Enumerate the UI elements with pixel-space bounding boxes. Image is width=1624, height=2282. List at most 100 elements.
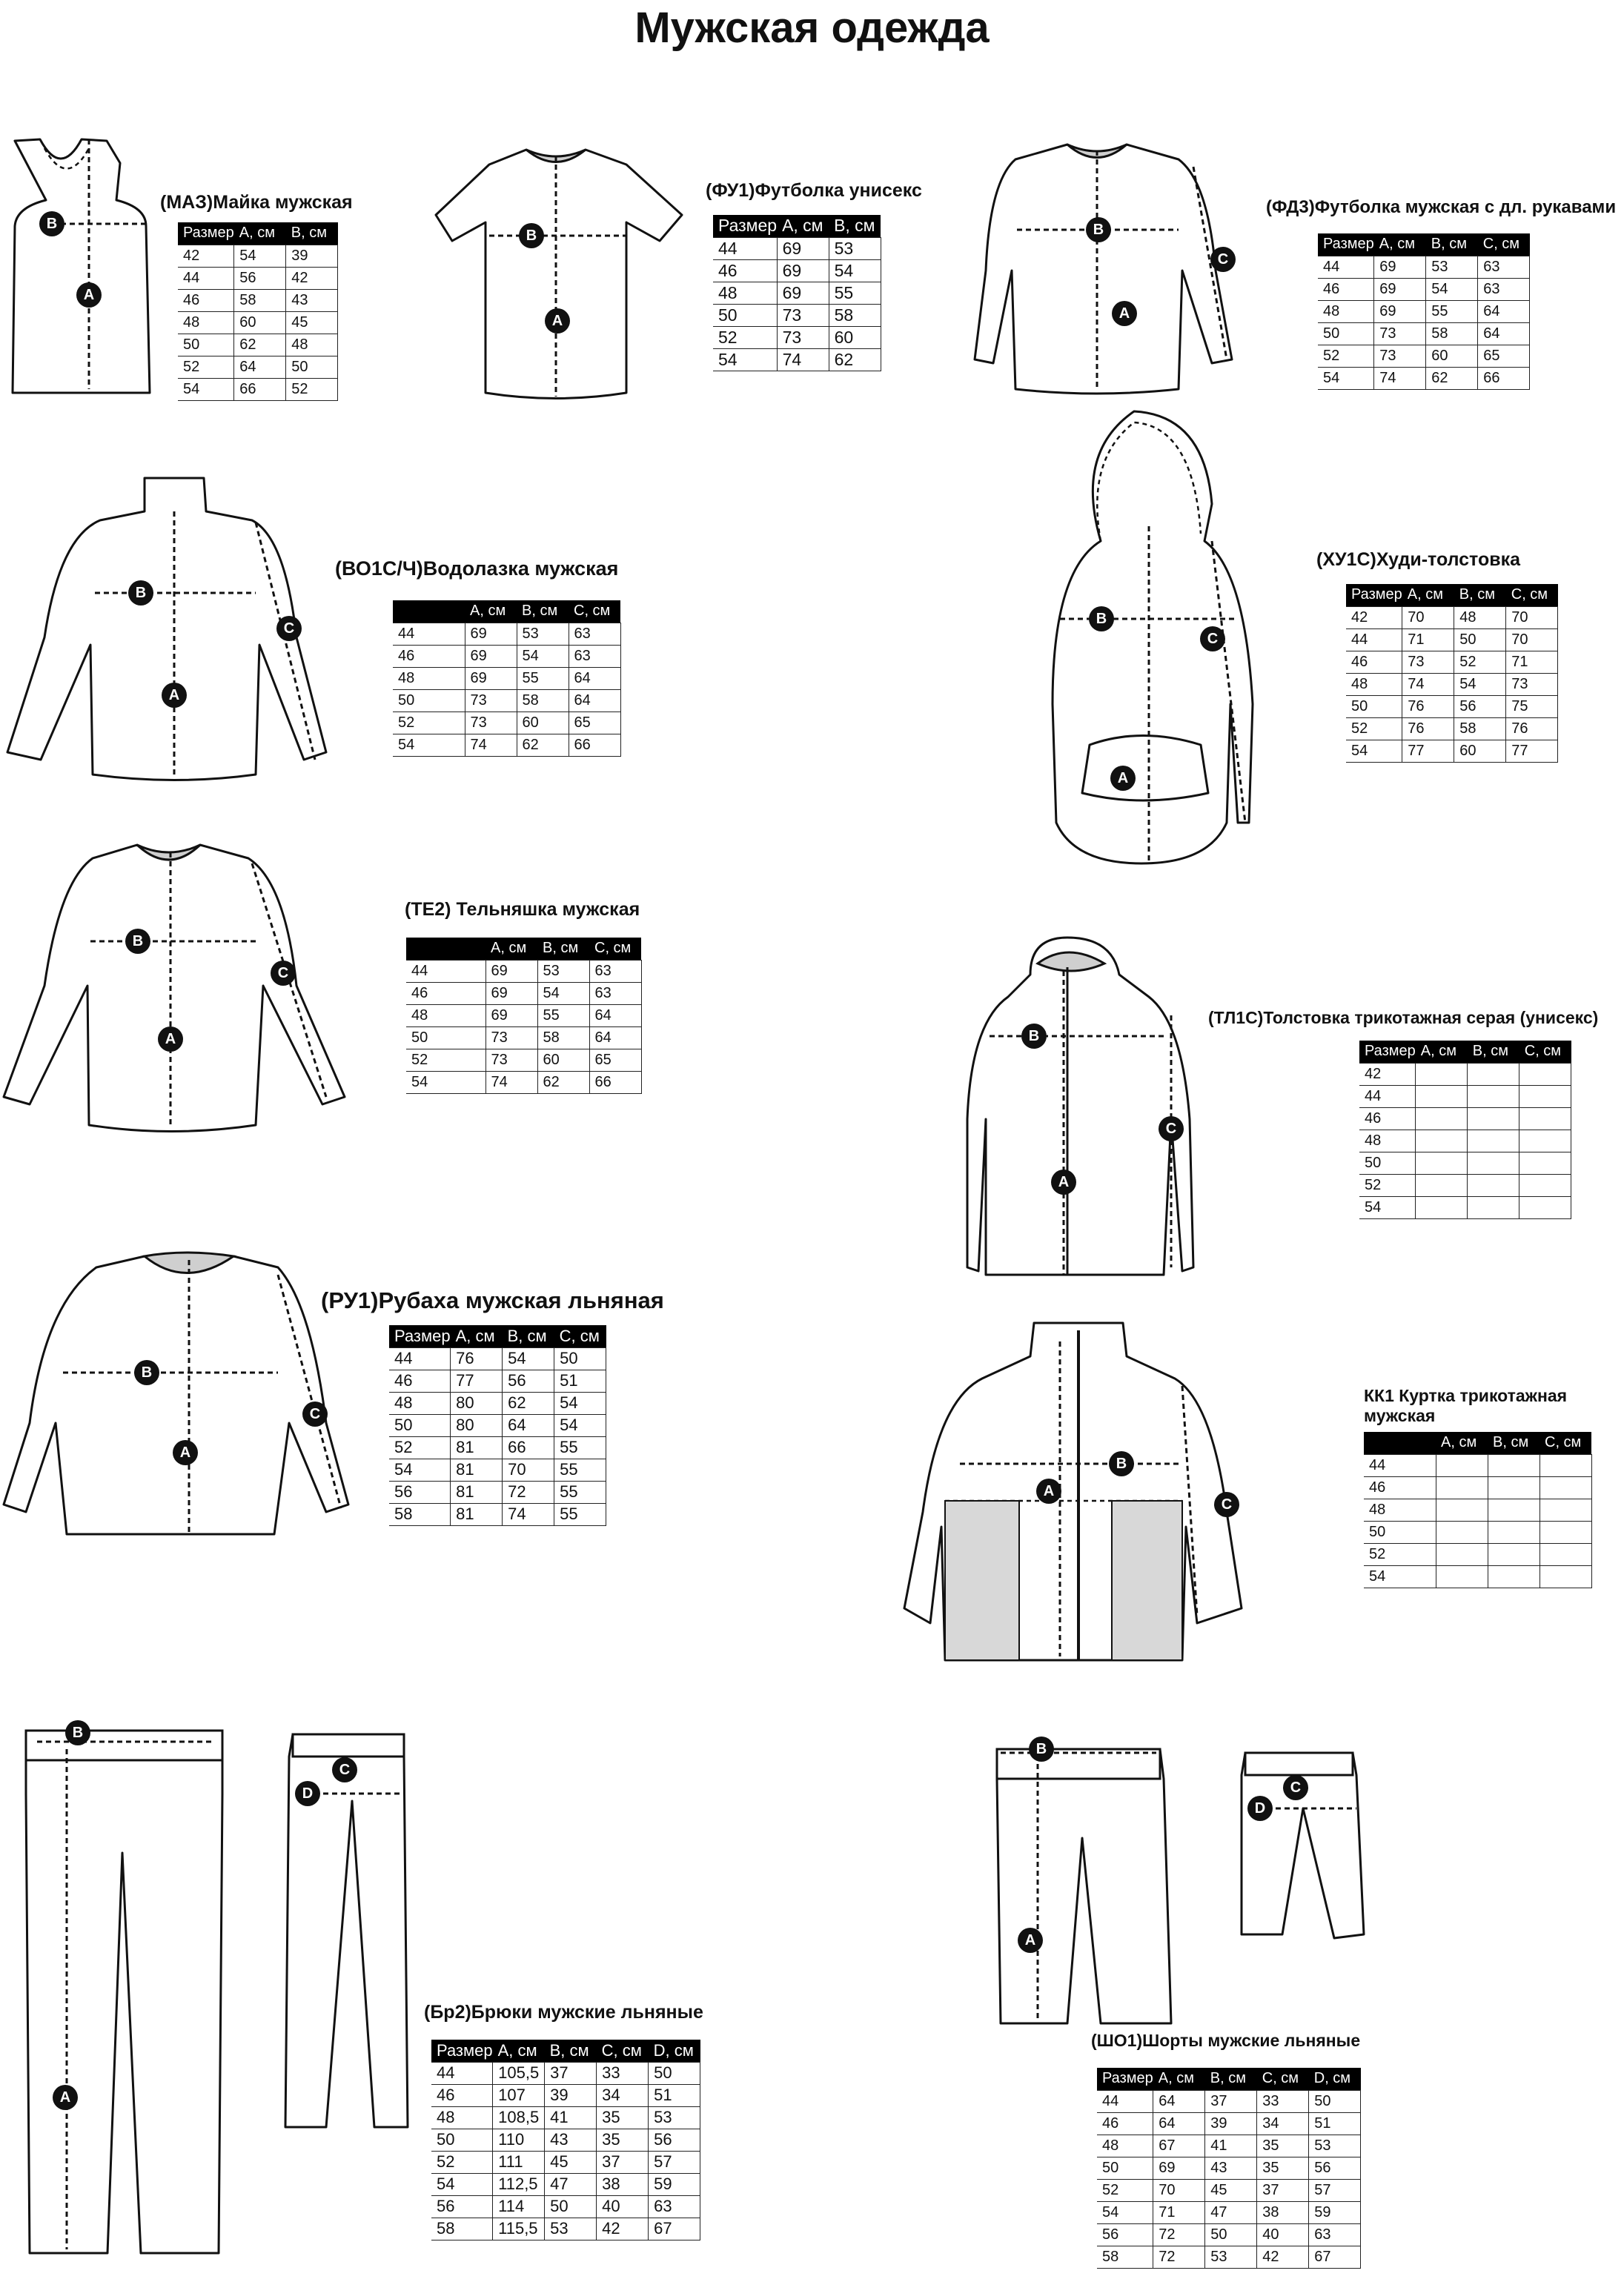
marker-a: A [1110,766,1136,791]
marker-a: A [545,308,570,334]
svg-text:C: C [1290,1780,1301,1796]
garment-tl1c: B A C (ТЛ1С)Толстовка трикотажная серая … [927,934,1623,1290]
garment-fd3: B A C (ФД3)Футболка мужская с дл. рукава… [971,137,1623,404]
svg-text:C: C [1207,631,1218,647]
svg-text:C: C [310,1406,320,1422]
garment-title: (ШО1)Шорты мужские льняные [1091,2031,1361,2050]
sweatshirt-drawing: B A C [966,936,1195,1276]
linen-shirt-drawing: B A C [2,1251,350,1536]
svg-text:A: A [1119,305,1130,322]
svg-text:B: B [1036,1741,1047,1757]
svg-text:C: C [284,620,294,637]
marker-a: A [76,282,102,308]
marker-a: A [1018,1928,1043,1953]
garment-ru1: B A C (РУ1)Рубаха мужская льняная Размер… [0,1245,697,1542]
garment-title: (ХУ1С)Худи-толстовка [1316,549,1521,570]
marker-c: C [1283,1775,1308,1800]
svg-text:B: B [1116,1456,1127,1472]
marker-d: D [1247,1796,1273,1821]
svg-text:C: C [1218,251,1228,268]
longsleeve-drawing: B A C [973,143,1236,395]
marker-b: B [65,1720,90,1745]
svg-text:D: D [302,1785,313,1802]
garment-title: (ТЛ1С)Толстовка трикотажная серая (унисе… [1208,1008,1599,1027]
svg-text:B: B [1093,222,1104,238]
svg-text:B: B [1029,1028,1039,1044]
svg-text:B: B [133,933,143,949]
marker-b: B [1021,1024,1047,1049]
svg-text:A: A [165,1031,176,1047]
svg-text:B: B [47,216,57,232]
svg-text:A: A [552,313,563,329]
shorts-drawing: B A C D [995,1737,1365,2025]
marker-c: C [276,616,302,641]
marker-a: A [1112,301,1137,326]
marker-b: B [1029,1737,1054,1762]
marker-c: C [1159,1116,1184,1141]
svg-text:A: A [169,687,179,703]
svg-text:B: B [1096,611,1107,627]
garment-title: (МАЗ)Майка мужская [160,192,353,213]
garment-sho1: B A C D (ШО1)Шорты мужские льняные Разме… [986,1719,1623,2282]
garment-title: (Бр2)Брюки мужские льняные [424,2002,703,2023]
striped-shirt-drawing: B A C [2,843,346,1132]
svg-text:C: C [1222,1496,1232,1513]
jacket-drawing: B A C [903,1321,1243,1662]
svg-text:A: A [1044,1483,1054,1499]
garment-title: КК1 Куртка трикотажная мужская [1364,1386,1568,1425]
garment-kk1: B A C КК1 Куртка трикотажная мужская A, … [901,1319,1623,1675]
marker-a: A [158,1026,183,1052]
marker-b: B [134,1360,159,1385]
svg-text:A: A [1118,770,1128,786]
garment-title: (ФУ1)Футболка унисекс [706,180,922,201]
marker-a: A [53,2085,78,2110]
marker-c: C [1200,626,1225,651]
svg-text:A: A [1025,1932,1035,1948]
svg-text:C: C [278,965,288,981]
garment-br2: B A C D (Бр2)Брюки мужские льняные Разме… [0,1705,815,2282]
svg-text:B: B [526,228,537,244]
marker-c: C [302,1402,328,1427]
marker-c: C [332,1757,357,1782]
garment-title: (ФД3)Футболка мужская с дл. рукавами [1266,197,1617,217]
turtleneck-drawing: B A C [6,477,328,781]
svg-text:A: A [84,287,94,303]
svg-text:A: A [1058,1174,1069,1190]
marker-d: D [295,1781,320,1806]
svg-text:C: C [1166,1121,1176,1137]
svg-text:B: B [136,585,146,601]
garment-title: (ВО1С/Ч)Водолазка мужская [335,557,619,580]
tshirt-drawing: B A [434,148,683,399]
marker-b: B [39,211,64,236]
svg-text:B: B [142,1364,152,1381]
garment-title: (ТЕ2) Тельняшка мужская [405,899,640,920]
marker-b: B [519,223,544,248]
marker-b: B [1089,606,1114,631]
marker-b: B [128,580,153,606]
marker-c: C [271,961,296,986]
hoodie-drawing: B A C [1051,410,1254,865]
marker-a: A [1036,1479,1061,1504]
svg-text:C: C [339,1762,350,1778]
svg-text:A: A [60,2089,70,2106]
marker-c: C [1210,247,1236,272]
marker-a: A [1051,1170,1076,1195]
marker-c: C [1214,1492,1239,1517]
marker-a: A [162,683,187,708]
marker-b: B [125,929,150,954]
